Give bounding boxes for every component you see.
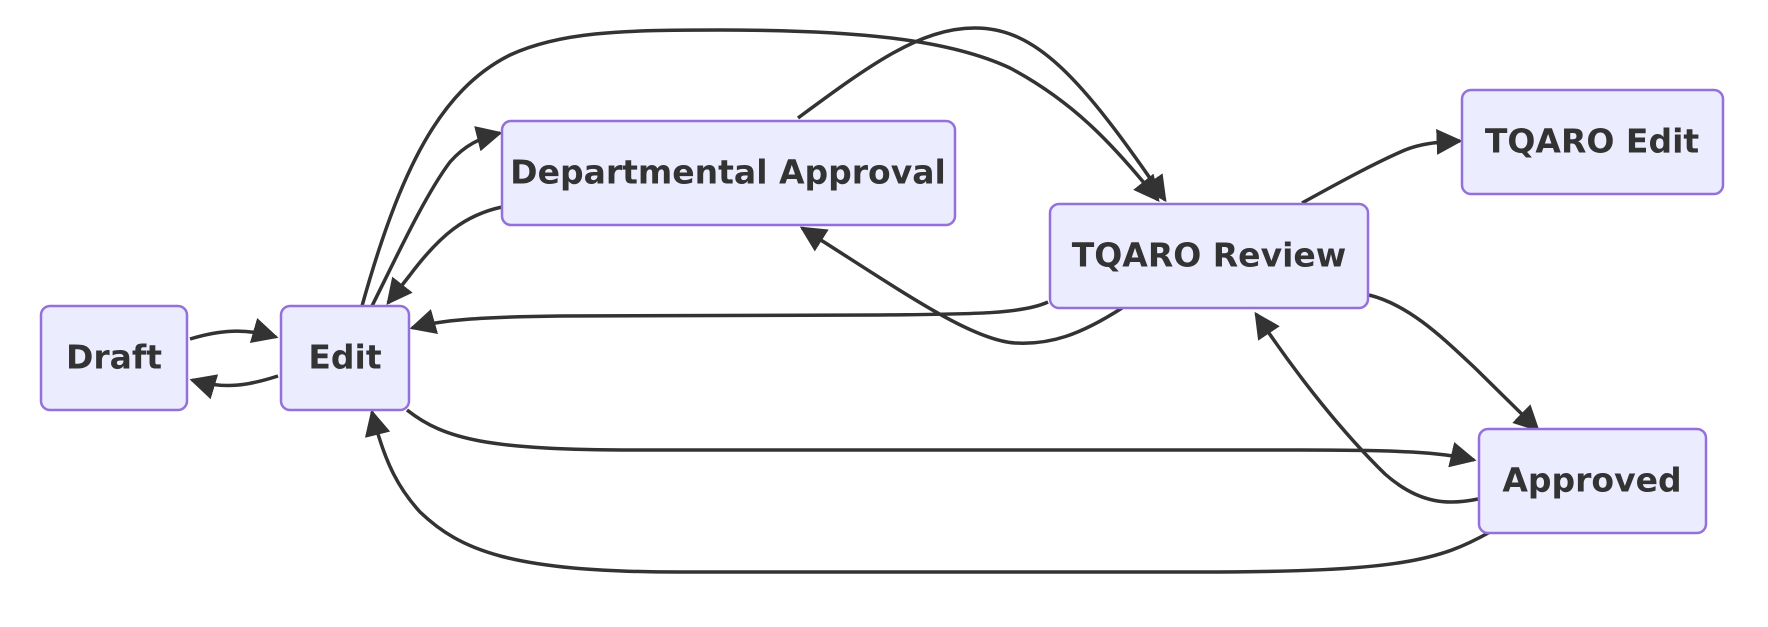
- edge-tqaro-review-to-departmental-approval: [799, 226, 1123, 345]
- node-approved-label: Approved: [1502, 461, 1681, 500]
- edge-draft-to-edit: [189, 317, 279, 343]
- edge-departmental-approval-to-edit: [386, 205, 503, 306]
- edges-layer: [189, 26, 1540, 574]
- edge-edit-to-approved: [405, 408, 1477, 468]
- node-edit[interactable]: Edit: [279, 304, 411, 412]
- edge-approved-to-tqaro-review: [1254, 311, 1479, 504]
- node-draft[interactable]: Draft: [39, 304, 189, 412]
- edge-tqaro-review-to-edit: [409, 300, 1049, 335]
- node-departmental-approval[interactable]: Departmental Approval: [500, 119, 957, 227]
- edge-edit-to-departmental-approval: [370, 126, 503, 307]
- node-draft-label: Draft: [66, 338, 162, 377]
- node-tqaro-edit[interactable]: TQARO Edit: [1460, 88, 1725, 196]
- node-edit-label: Edit: [308, 338, 381, 377]
- edge-edit-to-draft: [189, 374, 279, 400]
- node-tqaro-edit-label: TQARO Edit: [1485, 122, 1700, 161]
- edge-tqaro-review-to-tqaro-edit: [1301, 128, 1463, 205]
- edge-tqaro-review-to-approved: [1368, 293, 1540, 432]
- nodes-layer: Draft Edit Departmental Approval TQARO R…: [39, 88, 1725, 535]
- edge-approved-to-edit: [364, 409, 1491, 574]
- node-departmental-approval-label: Departmental Approval: [510, 153, 946, 192]
- node-approved[interactable]: Approved: [1477, 427, 1708, 535]
- edge-departmental-approval-to-tqaro-review: [796, 26, 1167, 203]
- node-tqaro-review[interactable]: TQARO Review: [1048, 202, 1370, 310]
- node-tqaro-review-label: TQARO Review: [1072, 236, 1347, 275]
- edge-edit-to-tqaro-review: [360, 28, 1160, 307]
